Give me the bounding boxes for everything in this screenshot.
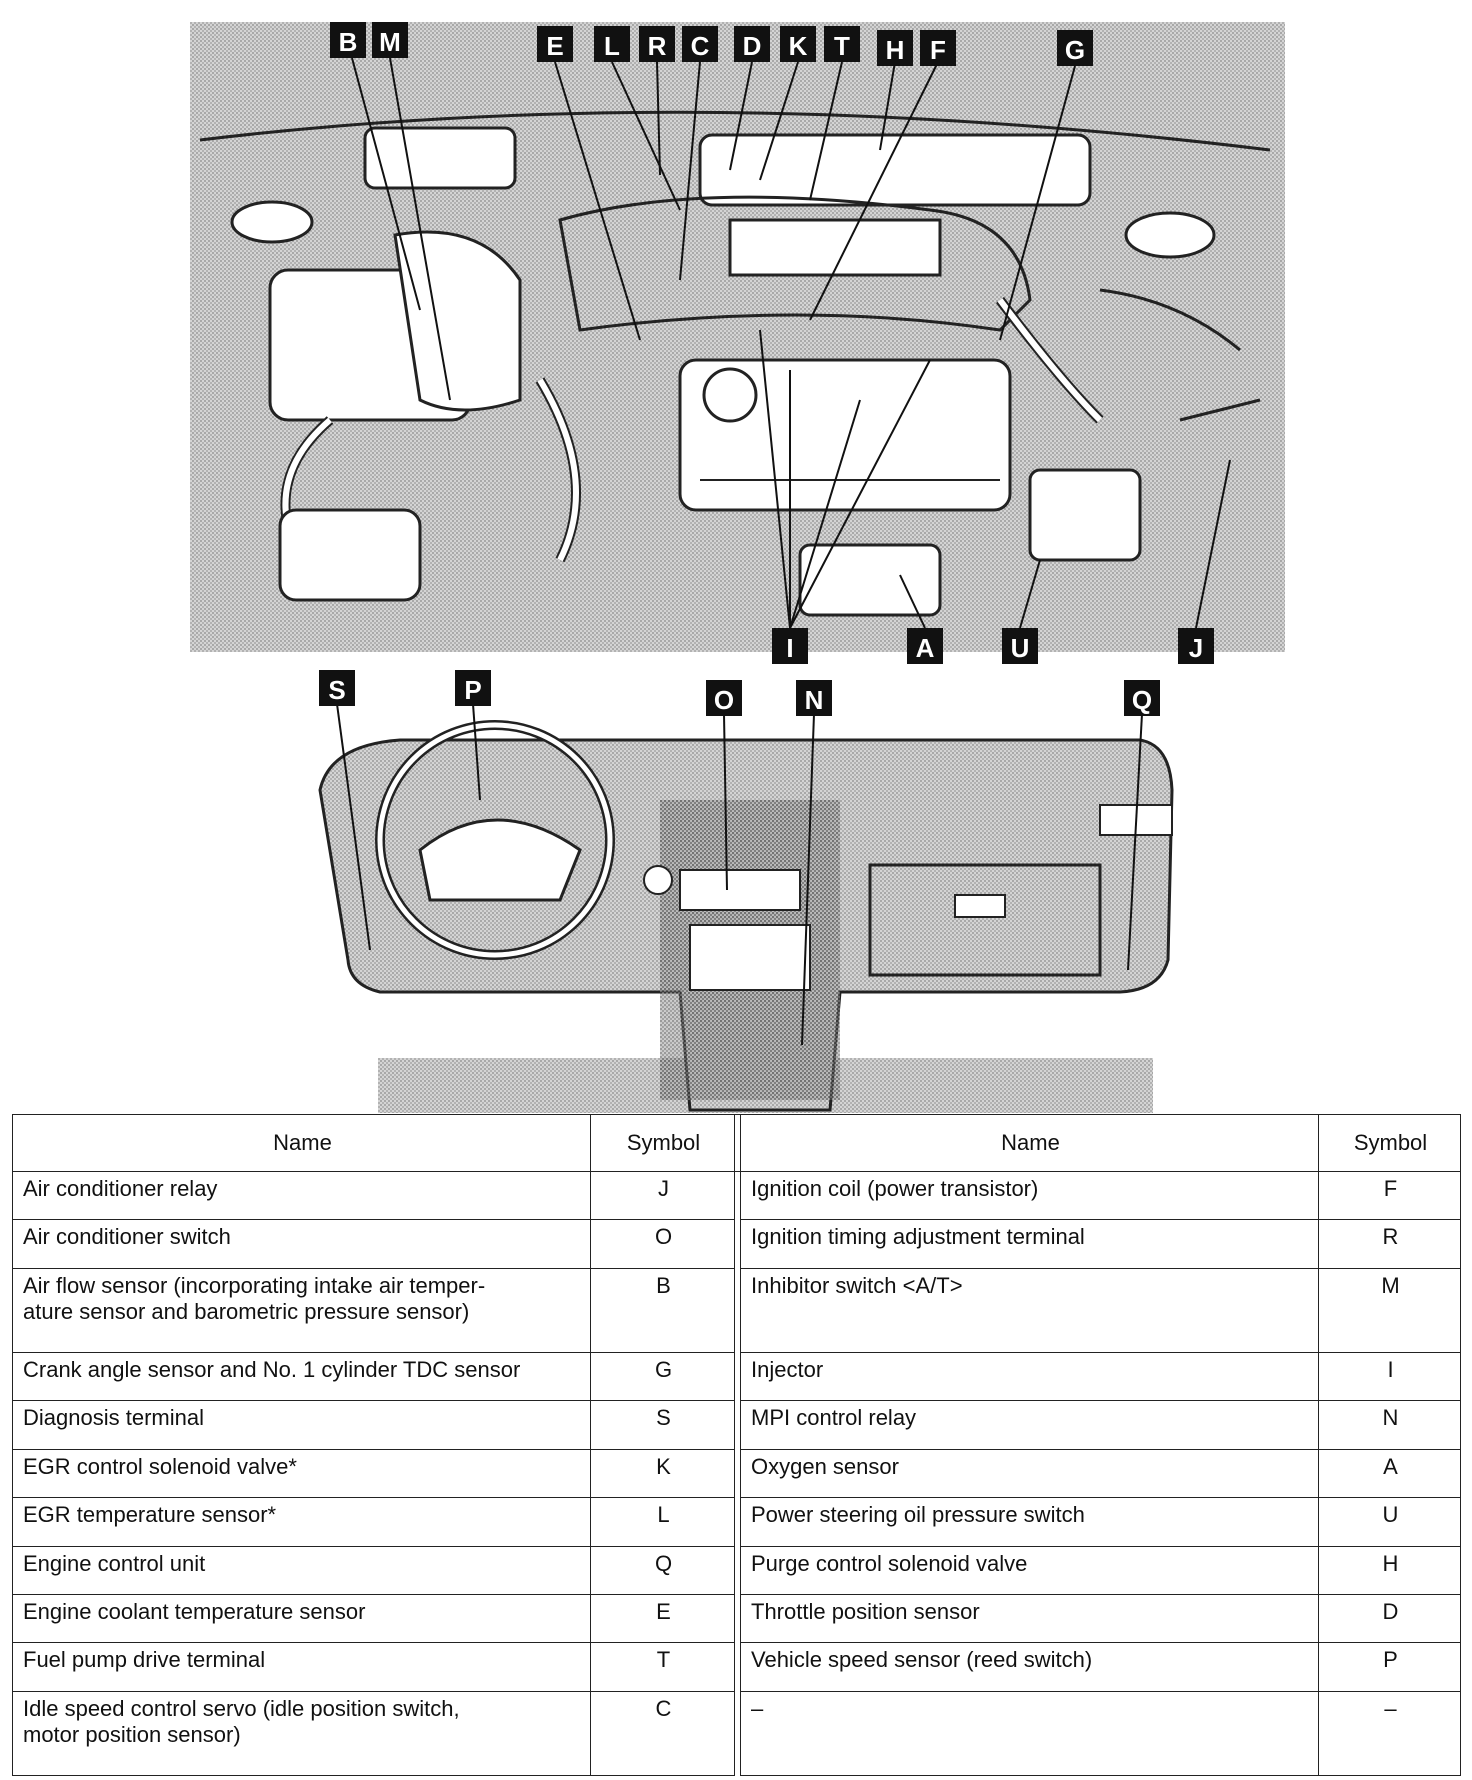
callout-j: J (1178, 628, 1214, 664)
part-name: Purge control solenoid valve (740, 1545, 1319, 1595)
table-row: Crank angle sensor and No. 1 cylinder TD… (12, 1352, 1461, 1402)
callout-m: M (372, 22, 408, 58)
callout-r: R (639, 26, 675, 62)
name-header: Name (12, 1114, 591, 1172)
part-symbol: M (1318, 1267, 1461, 1354)
part-name: Fuel pump drive terminal (12, 1642, 591, 1692)
callout-k: K (780, 26, 816, 62)
part-name: EGR temperature sensor* (12, 1497, 591, 1547)
part-name: Ignition coil (power transistor) (740, 1170, 1319, 1221)
part-name: Throttle position sensor (740, 1593, 1319, 1644)
part-symbol: Q (590, 1545, 735, 1595)
component-location-figure: B M E L R C D K T H F G I A U J S P O N … (190, 22, 1285, 1113)
callout-i: I (772, 628, 808, 664)
part-symbol: O (590, 1219, 735, 1269)
callout-e: E (537, 26, 573, 62)
callout-h: H (877, 30, 913, 66)
engine-bay (190, 22, 1285, 652)
callout-u: U (1002, 628, 1038, 664)
part-name: Engine control unit (12, 1545, 591, 1595)
table-row: Idle speed control servo (idle position … (12, 1690, 1461, 1777)
part-symbol: G (590, 1352, 735, 1402)
callout-q: Q (1124, 680, 1160, 716)
part-name: Air flow sensor (incorporating intake ai… (12, 1267, 591, 1354)
callout-g: G (1057, 30, 1093, 66)
part-symbol: T (590, 1642, 735, 1692)
symbol-header: Symbol (590, 1114, 735, 1172)
part-name: Idle speed control servo (idle position … (12, 1690, 591, 1777)
part-symbol: E (590, 1593, 735, 1644)
part-symbol: R (1318, 1219, 1461, 1269)
part-name: Injector (740, 1352, 1319, 1402)
part-name: EGR control solenoid valve* (12, 1448, 591, 1499)
part-symbol: A (1318, 1448, 1461, 1499)
table-row: Air flow sensor (incorporating intake ai… (12, 1267, 1461, 1354)
callout-c: C (682, 26, 718, 62)
part-symbol: K (590, 1448, 735, 1499)
part-name: Crank angle sensor and No. 1 cylinder TD… (12, 1352, 591, 1402)
callout-s: S (319, 670, 355, 706)
part-symbol: L (590, 1497, 735, 1547)
part-symbol: P (1318, 1642, 1461, 1692)
callout-f: F (920, 30, 956, 66)
callout-t: T (824, 26, 860, 62)
part-name: Air conditioner relay (12, 1170, 591, 1221)
part-name: Diagnosis terminal (12, 1400, 591, 1450)
part-symbol: B (590, 1267, 735, 1354)
part-symbol: C (590, 1690, 735, 1777)
part-symbol: I (1318, 1352, 1461, 1402)
part-name: Vehicle speed sensor (reed switch) (740, 1642, 1319, 1692)
part-symbol: F (1318, 1170, 1461, 1221)
part-name: Oxygen sensor (740, 1448, 1319, 1499)
callout-p: P (455, 670, 491, 706)
callout-o: O (706, 680, 742, 716)
callout-a: A (907, 628, 943, 664)
name-header: Name (740, 1114, 1319, 1172)
part-name: – (740, 1690, 1319, 1777)
parts-table: Name Symbol Name Symbol Air conditioner … (12, 1114, 1461, 1777)
part-symbol: N (1318, 1400, 1461, 1450)
engine-leader-lines (351, 57, 1231, 629)
callout-d: D (734, 26, 770, 62)
part-name: MPI control relay (740, 1400, 1319, 1450)
callout-b: B (330, 22, 366, 58)
part-symbol: U (1318, 1497, 1461, 1547)
part-name: Ignition timing adjustment terminal (740, 1219, 1319, 1269)
part-symbol: – (1318, 1690, 1461, 1777)
part-name: Air conditioner switch (12, 1219, 591, 1269)
callout-l: L (594, 26, 630, 62)
part-symbol: J (590, 1170, 735, 1221)
part-symbol: H (1318, 1545, 1461, 1595)
dashboard-leader-lines (336, 703, 1143, 1046)
part-symbol: D (1318, 1593, 1461, 1644)
callout-n: N (796, 680, 832, 716)
part-name: Power steering oil pressure switch (740, 1497, 1319, 1547)
part-name: Engine coolant temperature sensor (12, 1593, 591, 1644)
dashboard (318, 720, 1174, 1113)
engine-and-dashboard-drawing (190, 22, 1285, 1113)
symbol-header: Symbol (1318, 1114, 1461, 1172)
part-symbol: S (590, 1400, 735, 1450)
table-header-row: Name Symbol Name Symbol (12, 1114, 1461, 1172)
part-name: Inhibitor switch <A/T> (740, 1267, 1319, 1354)
